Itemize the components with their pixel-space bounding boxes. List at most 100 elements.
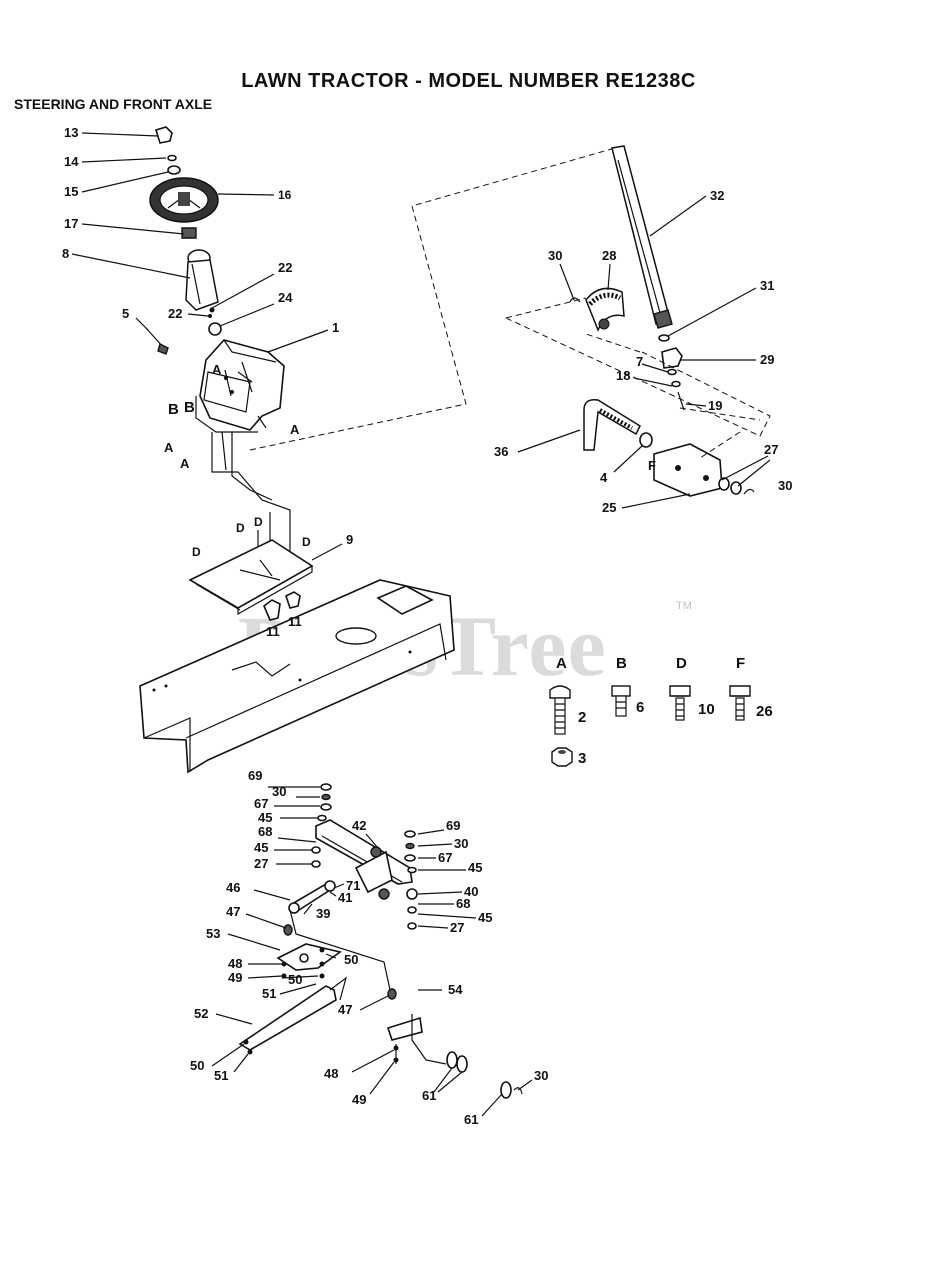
page-title: LAWN TRACTOR - MODEL NUMBER RE1238C [241, 70, 696, 92]
part-47-end-b [387, 988, 397, 1000]
callout-15: 15 [64, 184, 78, 199]
callout-f: F [648, 458, 656, 473]
part-25-bracket [653, 443, 723, 497]
callout-1: 1 [332, 320, 339, 335]
callout-17: 17 [64, 216, 78, 231]
callout-14: 14 [64, 154, 79, 169]
part-18 [671, 380, 681, 388]
part-22-screw [209, 307, 215, 313]
part-11-bracket-b [285, 591, 301, 609]
part-1-dash-panel [195, 339, 285, 433]
callout-49: 49 [228, 970, 242, 985]
part-28-sector-gear [585, 287, 625, 332]
callout-4: 4 [600, 470, 608, 485]
callout-30-e: 30 [534, 1068, 548, 1083]
callout-47-b: 47 [338, 1002, 352, 1017]
legend-key-a: A [556, 655, 567, 672]
callout-50: 50 [344, 952, 358, 967]
callout-31: 31 [760, 278, 774, 293]
callout-42: 42 [352, 818, 366, 833]
callout-40: 40 [464, 884, 478, 899]
callout-a-3: A [164, 440, 174, 455]
callout-32: 32 [710, 188, 724, 203]
callout-53: 53 [206, 926, 220, 941]
bolt-icon-b [611, 685, 631, 717]
part-27-washer-b [730, 481, 742, 495]
front-axle-assembly [238, 783, 523, 1099]
callout-labels: 13 14 15 16 17 8 22 22 24 5 1 A B B A A … [62, 125, 792, 1127]
part-11-bracket-a [263, 599, 281, 621]
part-36-pitman-arm [583, 398, 641, 451]
callout-18: 18 [616, 368, 630, 383]
callout-30-d: 30 [454, 836, 468, 851]
part-53-arm [276, 943, 342, 971]
bolt-icon-d [669, 685, 691, 721]
callout-27-c: 27 [450, 920, 464, 935]
part-30-clip-b [743, 488, 755, 495]
part-61-washer-b [500, 1081, 512, 1099]
callout-71: 71 [346, 878, 360, 893]
callout-50-b: 50 [288, 972, 302, 987]
callout-52: 52 [194, 1006, 208, 1021]
frame-and-plate [139, 539, 455, 774]
callout-54: 54 [448, 982, 463, 997]
callout-45-c: 45 [468, 860, 482, 875]
callout-11-b: 11 [288, 614, 302, 629]
callout-a-4: A [180, 456, 190, 471]
legend-part-2: 2 [578, 709, 586, 726]
callout-68-b: 68 [456, 896, 470, 911]
part-46-tie-rod [289, 909, 391, 991]
callout-51: 51 [262, 986, 276, 1001]
callout-11: 11 [266, 624, 280, 639]
part-61-washer-a [446, 1051, 458, 1069]
callout-d: D [192, 545, 201, 559]
callout-30-c: 30 [272, 784, 286, 799]
callout-45-b: 45 [254, 840, 268, 855]
legend-part-26: 26 [756, 703, 773, 720]
callout-5: 5 [122, 306, 129, 321]
callout-45-d: 45 [478, 910, 492, 925]
bolt-icon [549, 685, 571, 735]
callout-61: 61 [422, 1088, 436, 1103]
callout-48: 48 [228, 956, 242, 971]
callout-68: 68 [258, 824, 272, 839]
callout-50-c: 50 [190, 1058, 204, 1073]
part-4-bushing [639, 432, 653, 448]
part-15-nut [167, 165, 181, 175]
legend-part-10: 10 [698, 701, 715, 718]
callout-45: 45 [258, 810, 272, 825]
callout-61-b: 61 [464, 1112, 478, 1127]
callout-51-b: 51 [214, 1068, 228, 1083]
callout-67: 67 [254, 796, 268, 811]
callout-b: B [168, 401, 179, 418]
callout-27: 27 [764, 442, 778, 457]
callout-d-2: D [236, 521, 245, 535]
legend-part-3: 3 [578, 750, 586, 767]
part-8-column-housing [185, 249, 219, 311]
callout-69: 69 [248, 768, 262, 783]
callout-29: 29 [760, 352, 774, 367]
part-54-spindle [386, 1016, 423, 1041]
part-14-washer [167, 154, 177, 162]
callout-41: 41 [338, 890, 352, 905]
callout-d-4: D [302, 535, 311, 549]
callout-13: 13 [64, 125, 78, 140]
part-16-steering-wheel [149, 177, 219, 223]
part-22-screw-b [208, 314, 212, 318]
callout-8: 8 [62, 246, 69, 261]
legend-part-6: 6 [636, 699, 644, 716]
part-13-cap [154, 126, 173, 144]
section-subtitle: STEERING AND FRONT AXLE [14, 96, 213, 112]
callout-22: 22 [278, 260, 292, 275]
nut-icon [551, 747, 573, 767]
steering-assembly [145, 126, 291, 560]
callout-9: 9 [346, 532, 353, 547]
callout-48-b: 48 [324, 1066, 338, 1081]
legend-key-f: F [736, 655, 745, 672]
legend-key-d: D [676, 655, 687, 672]
callout-22-b: 22 [168, 306, 182, 321]
callout-19: 19 [708, 398, 722, 413]
callout-a-2: A [290, 422, 300, 437]
